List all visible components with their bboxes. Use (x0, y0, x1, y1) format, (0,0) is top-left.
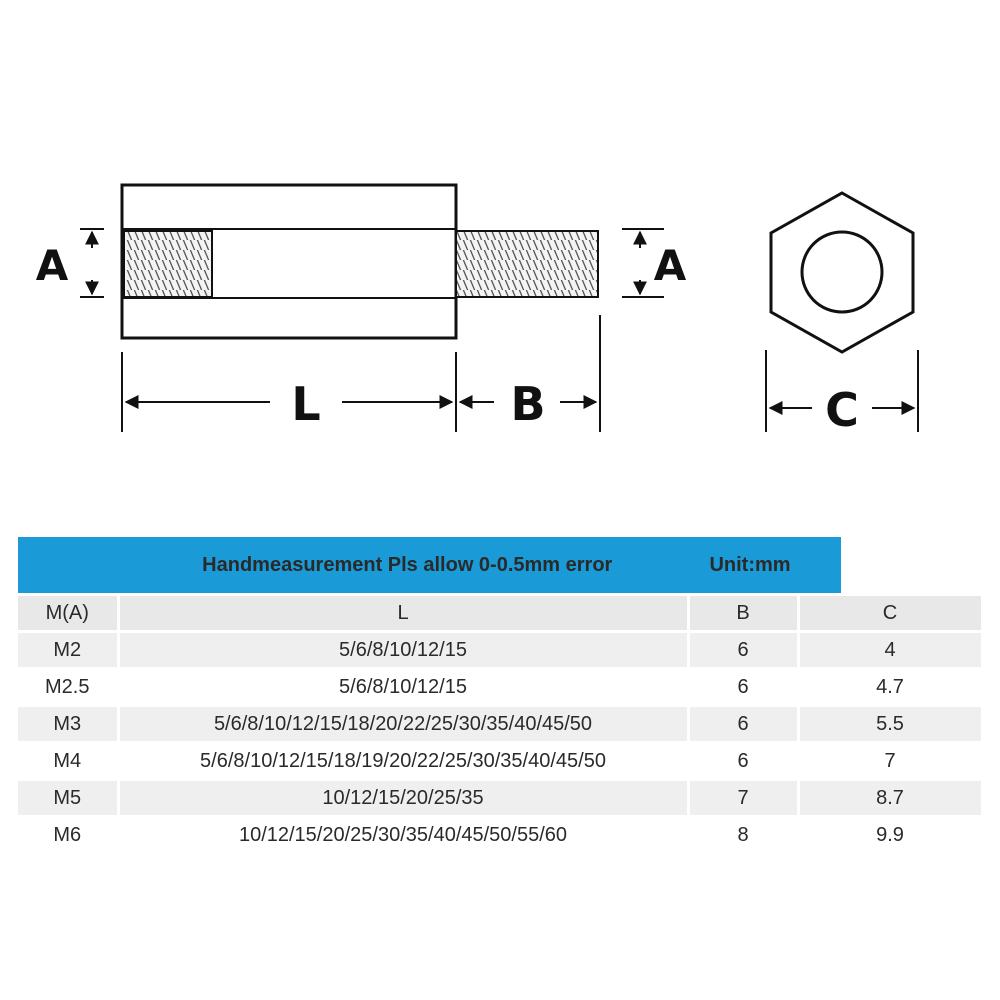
cell-c: 8.7 (798, 779, 984, 818)
male-thread-stud (455, 230, 599, 298)
cell-m: M2.5 (18, 668, 120, 707)
cell-l: 5/6/8/10/12/15 (118, 668, 690, 707)
label-l: L (291, 377, 320, 431)
dimension-l-b: L B (121, 315, 601, 432)
hex-bore (800, 230, 884, 314)
spec-table: Handmeasurement Pls allow 0-0.5mm error … (18, 537, 984, 855)
table-header-row: M(A) L B C (18, 594, 984, 633)
cell-m: M2 (18, 631, 120, 670)
cell-b: 6 (688, 631, 800, 670)
cell-b: 8 (688, 816, 800, 855)
header-m: M(A) (18, 594, 120, 633)
cell-b: 6 (688, 668, 800, 707)
header-b: B (688, 594, 800, 633)
cell-l: 10/12/15/20/25/35 (118, 779, 690, 818)
standoff-side-view (120, 183, 599, 340)
cell-l: 5/6/8/10/12/15/18/19/20/22/25/30/35/40/4… (118, 742, 690, 781)
table-unit: Unit:mm (658, 537, 844, 596)
header-c: C (798, 594, 984, 633)
dimension-a-right: A (622, 228, 687, 298)
hex-end-view (769, 191, 915, 354)
table-row: M4 5/6/8/10/12/15/18/19/20/22/25/30/35/4… (18, 742, 984, 781)
table-title-row: Handmeasurement Pls allow 0-0.5mm error … (18, 537, 982, 596)
label-b: B (510, 377, 545, 431)
female-thread (123, 230, 213, 298)
cell-c: 4.7 (798, 668, 984, 707)
cell-b: 6 (688, 742, 800, 781)
dimension-c: C (765, 350, 919, 437)
dimension-a-left: A (36, 228, 104, 298)
cell-m: M5 (18, 779, 120, 818)
table-row: M5 10/12/15/20/25/35 7 8.7 (18, 779, 984, 818)
standoff-diagram: A A L B C (36, 183, 919, 437)
label-c: C (825, 383, 859, 437)
header-l: L (118, 594, 690, 633)
cell-l: 5/6/8/10/12/15/18/20/22/25/30/35/40/45/5… (118, 705, 690, 744)
cell-b: 7 (688, 779, 800, 818)
label-a-right: A (654, 241, 687, 290)
table-row: M2 5/6/8/10/12/15 6 4 (18, 631, 984, 670)
cell-b: 6 (688, 705, 800, 744)
table-row: M3 5/6/8/10/12/15/18/20/22/25/30/35/40/4… (18, 705, 984, 744)
cell-m: M3 (18, 705, 120, 744)
cell-m: M6 (18, 816, 120, 855)
table-row: M2.5 5/6/8/10/12/15 6 4.7 (18, 668, 984, 707)
cell-c: 5.5 (798, 705, 984, 744)
table-row: M6 10/12/15/20/25/30/35/40/45/50/55/60 8… (18, 816, 984, 855)
cell-c: 4 (798, 631, 984, 670)
label-a-left: A (36, 241, 69, 290)
cell-c: 7 (798, 742, 984, 781)
cell-l: 10/12/15/20/25/30/35/40/45/50/55/60 (118, 816, 690, 855)
cell-m: M4 (18, 742, 120, 781)
cell-l: 5/6/8/10/12/15 (118, 631, 690, 670)
cell-c: 9.9 (798, 816, 984, 855)
